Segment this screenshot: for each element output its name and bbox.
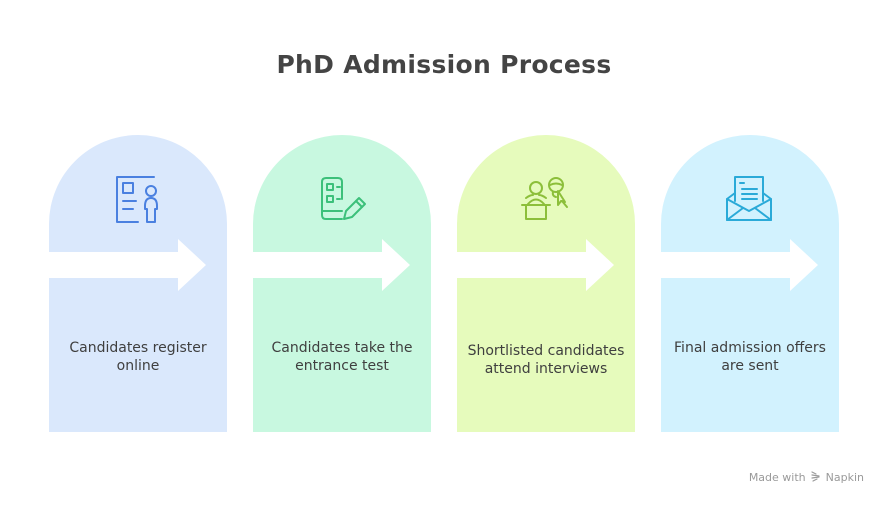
interview-podium-icon bbox=[520, 173, 572, 225]
step-card-entrance-test: Candidates take the entrance test bbox=[253, 135, 431, 432]
arrow-step-1 bbox=[48, 239, 208, 291]
open-envelope-letter-icon bbox=[724, 173, 776, 225]
diagram-title: PhD Admission Process bbox=[276, 50, 612, 79]
step-text: Candidates register online bbox=[69, 340, 207, 374]
napkin-logo-icon bbox=[810, 470, 822, 485]
made-with-label: Made with bbox=[748, 471, 806, 484]
step-text: Shortlisted candidates attend interviews bbox=[467, 343, 625, 377]
step-text: Candidates take the entrance test bbox=[271, 340, 413, 374]
step-card-offers: Final admission offers are sent bbox=[661, 135, 839, 432]
made-with-napkin-badge: Made with Napkin bbox=[749, 470, 864, 485]
test-checklist-pencil-icon bbox=[316, 173, 368, 225]
registration-form-icon bbox=[112, 173, 164, 225]
arrow-step-4 bbox=[660, 239, 820, 291]
arrow-step-2 bbox=[252, 239, 412, 291]
step-card-register: Candidates register online bbox=[49, 135, 227, 432]
step-text: Final admission offers are sent bbox=[674, 340, 826, 374]
napkin-brand-label: Napkin bbox=[825, 471, 864, 484]
arrow-step-3 bbox=[456, 239, 616, 291]
step-card-interviews: Shortlisted candidates attend interviews bbox=[457, 135, 635, 432]
